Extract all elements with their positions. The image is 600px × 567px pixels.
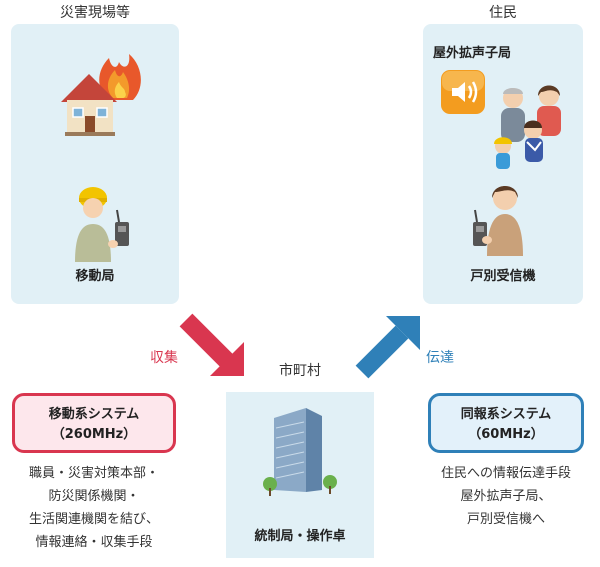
building-icon (263, 408, 337, 496)
municipality-panel: 統制局・操作卓 (226, 392, 374, 558)
collect-label: 収集 (150, 350, 178, 366)
mobile-desc-line-4: 情報連絡・収集手段 (35, 535, 153, 550)
broadcast-system-box: 同報系システム （60MHz） (428, 393, 584, 453)
broadcast-desc-line-2: 屋外拡声子局、 (460, 489, 552, 504)
broadcast-desc-line-1: 住民への情報伝達手段 (440, 466, 571, 481)
mobile-desc-line-1: 職員・災害対策本部・ (28, 466, 159, 481)
mobile-system-freq: （260MHz） (51, 427, 137, 442)
burning-house-icon (61, 54, 141, 136)
speaker-icon (441, 70, 485, 114)
mobile-system-name: 移動系システム (48, 407, 140, 422)
transmit-label: 伝達 (426, 350, 454, 366)
control-station-label: 統制局・操作卓 (254, 529, 346, 544)
mobile-station-label: 移動局 (75, 269, 115, 284)
disaster-site-panel: 移動局 (11, 24, 179, 304)
mobile-system-box: 移動系システム （260MHz） (12, 393, 176, 453)
broadcast-system-description: 住民への情報伝達手段 屋外拡声子局、 戸別受信機へ (416, 462, 596, 531)
broadcast-system-name: 同報系システム (460, 407, 552, 422)
mobile-system-description: 職員・災害対策本部・ 防災関係機関・ 生活関連機関を結び、 情報連絡・収集手段 (0, 462, 188, 554)
left-panel-title: 災害現場等 (60, 5, 130, 21)
right-panel-title: 住民 (489, 5, 517, 21)
residents-group-icon (494, 85, 561, 169)
transmit-arrow (355, 316, 420, 379)
mobile-station-person-icon (75, 187, 129, 262)
collect-arrow (179, 313, 244, 376)
mobile-desc-line-3: 生活関連機関を結び、 (28, 512, 159, 527)
broadcast-system-freq: （60MHz） (468, 427, 544, 442)
outdoor-speaker-label: 屋外拡声子局 (433, 46, 512, 61)
residents-panel: 屋外拡声子局 戸別受信機 (423, 24, 583, 304)
broadcast-desc-line-3: 戸別受信機へ (466, 512, 545, 527)
mobile-desc-line-2: 防災関係機関・ (48, 489, 140, 504)
household-receiver-person-icon (473, 186, 523, 256)
municipality-title: 市町村 (279, 363, 321, 379)
household-receiver-label: 戸別受信機 (470, 269, 536, 284)
